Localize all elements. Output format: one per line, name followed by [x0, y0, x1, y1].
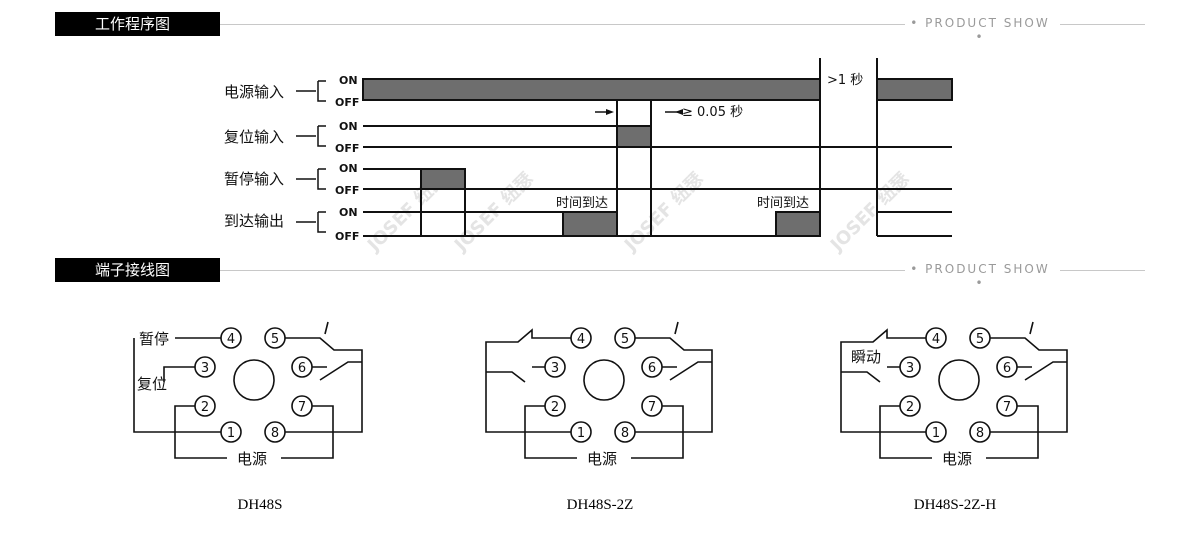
- section-title-wiring: 端子接线图: [55, 258, 220, 282]
- divider: [220, 24, 905, 25]
- signal-lines: [363, 58, 952, 237]
- model-label: DH48S-2Z: [566, 497, 634, 513]
- power-pulse: [876, 78, 953, 101]
- on-off-labels: ON OFF ON OFF ON OFF ON OFF: [335, 74, 359, 243]
- wiring-dh48s-2z-h: 瞬动 电源: [840, 321, 1068, 468]
- on-label: ON: [339, 162, 358, 175]
- model-label: DH48S-2Z-H: [913, 497, 997, 513]
- restart-gap-label: >1 秒: [827, 73, 863, 88]
- section-title-timing: 工作程序图: [55, 12, 220, 36]
- model-label: DH48S: [237, 497, 283, 513]
- time-reached-label: 时间到达: [556, 196, 608, 211]
- product-show-tagline: • PRODUCT SHOW •: [910, 262, 1050, 290]
- pause-label: 暂停: [139, 330, 169, 348]
- off-label: OFF: [335, 184, 359, 197]
- power-label: 电源: [942, 450, 972, 468]
- output-pulse: [775, 211, 821, 237]
- wiring-dh48s: 暂停 复位 电源: [133, 321, 363, 468]
- divider: [1060, 270, 1145, 271]
- instant-label: 瞬动: [851, 348, 881, 366]
- min-pulse-label: ≥ 0.05 秒: [682, 105, 743, 120]
- on-label: ON: [339, 74, 358, 87]
- reset-label: 复位: [137, 375, 167, 393]
- row-label-pause: 暂停输入: [224, 170, 284, 188]
- timing-diagram: JOSEF 纽瑟 JOSEF 纽瑟 JOSEF 纽瑟 JOSEF 纽瑟 电源输入…: [224, 58, 953, 257]
- time-reached-label: 时间到达: [757, 196, 809, 211]
- reset-pulse: [616, 125, 652, 148]
- power-label: 电源: [587, 450, 617, 468]
- off-label: OFF: [335, 96, 359, 109]
- divider: [220, 270, 905, 271]
- row-label-reset: 复位输入: [224, 128, 284, 146]
- off-label: OFF: [335, 142, 359, 155]
- pause-pulse: [420, 168, 466, 190]
- product-show-tagline: • PRODUCT SHOW •: [910, 16, 1050, 44]
- output-pulse: [562, 211, 618, 237]
- pulses: [362, 78, 953, 237]
- watermark: JOSEF 纽瑟: [619, 168, 708, 257]
- power-label: 电源: [237, 450, 267, 468]
- divider: [1060, 24, 1145, 25]
- row-label-power: 电源输入: [224, 83, 284, 101]
- row-labels: 电源输入 复位输入 暂停输入 到达输出: [224, 83, 284, 230]
- row-label-output: 到达输出: [224, 212, 284, 230]
- on-label: ON: [339, 206, 358, 219]
- power-pulse: [362, 78, 821, 101]
- annotations: 时间到达 时间到达 ≥ 0.05 秒 >1 秒: [556, 73, 863, 211]
- wiring-dh48s-2z: 电源: [485, 321, 713, 468]
- on-label: ON: [339, 120, 358, 133]
- brackets: [296, 80, 326, 233]
- off-label: OFF: [335, 230, 359, 243]
